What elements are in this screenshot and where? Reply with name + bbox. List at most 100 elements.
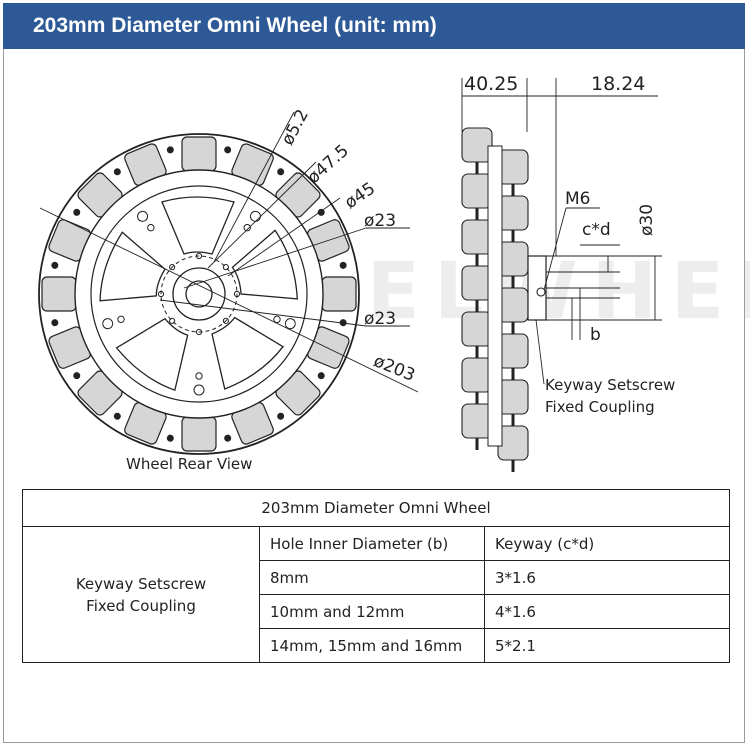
- keyway-label: c*d: [582, 220, 611, 240]
- row-head-line1: Keyway Setscrew: [75, 574, 207, 593]
- wheel-rear-view: [38, 111, 419, 455]
- bolt-dot: [317, 208, 325, 216]
- bore-label: ø30: [637, 204, 657, 236]
- roller-bolt: [51, 261, 59, 269]
- roller: [181, 416, 217, 452]
- bolt-dot: [113, 412, 121, 420]
- bolt-dot: [317, 372, 325, 380]
- coupling: [527, 255, 547, 321]
- roller: [181, 136, 217, 172]
- hub-outer: [172, 267, 226, 321]
- roller-bolt: [317, 372, 325, 380]
- spoke-window: [161, 196, 235, 255]
- roller-bolt: [317, 208, 325, 216]
- roller-body: [321, 276, 357, 312]
- side-dimensions: [461, 78, 662, 385]
- mount-hole: [243, 223, 251, 232]
- table-row: 10mm and 12mm 4*1.6: [23, 594, 730, 629]
- dim-label: ø5.2: [278, 106, 313, 148]
- coupling-label-line1: Keyway Setscrew: [545, 376, 676, 394]
- roller-body: [181, 416, 217, 452]
- mount-hole: [193, 384, 205, 396]
- leader-line: [207, 161, 317, 269]
- cell-keyway: 5*2.1: [484, 628, 730, 663]
- hole-label: b: [590, 325, 601, 345]
- roller-bolt: [51, 319, 59, 327]
- table-title: 203mm Diameter Omni Wheel: [22, 489, 730, 527]
- roller-bolt: [277, 168, 285, 176]
- roller-bolt: [166, 434, 174, 442]
- row-head-line2: Fixed Coupling: [86, 596, 196, 615]
- bolt-dot: [277, 168, 285, 176]
- roller-bolt: [339, 261, 347, 269]
- dim-width-right: 18.24: [591, 73, 645, 95]
- roller-body: [181, 136, 217, 172]
- dimension-leaders: [39, 111, 419, 393]
- spec-table: 203mm Diameter Omni Wheel Keyway Setscre…: [22, 489, 730, 663]
- bolt-dot: [224, 434, 232, 442]
- roller-body: [41, 276, 77, 312]
- roller-bolt: [73, 208, 81, 216]
- dim-label: ø47.5: [304, 141, 353, 188]
- table-row-head: Keyway Setscrew Fixed Coupling: [22, 526, 260, 663]
- roller-bolt: [113, 412, 121, 420]
- mount-hole: [102, 318, 114, 330]
- bolt-dot: [224, 146, 232, 154]
- table-title-row: 203mm Diameter Omni Wheel: [22, 489, 730, 527]
- leader-line: [535, 319, 545, 385]
- roller-bolt: [166, 146, 174, 154]
- roller-bolt: [73, 372, 81, 380]
- rear-view-caption: Wheel Rear View: [126, 455, 253, 473]
- mount-hole: [137, 210, 149, 222]
- mount-hole: [195, 372, 203, 380]
- mount-hole: [284, 318, 296, 330]
- hub-bolt-circle: [160, 255, 238, 333]
- hole-group: [102, 315, 125, 330]
- dim-label: ø45: [341, 179, 379, 214]
- roller-bolt: [113, 168, 121, 176]
- side-rollers: [461, 127, 529, 472]
- page-title: 203mm Diameter Omni Wheel (unit: mm): [3, 3, 745, 49]
- setscrew-hole: [536, 287, 546, 297]
- cell-keyway: 4*1.6: [484, 594, 730, 629]
- roller: [321, 276, 357, 312]
- col-header-hole: Hole Inner Diameter (b): [259, 526, 485, 561]
- hole-group: [137, 210, 155, 232]
- leader-line: [543, 207, 567, 291]
- bolt-dot: [73, 372, 81, 380]
- dim-width-left: 40.25: [464, 73, 518, 95]
- hub-body: [487, 145, 503, 447]
- cell-hole: 10mm and 12mm: [259, 594, 485, 629]
- center-bore: [185, 280, 213, 308]
- col-header-keyway: Keyway (c*d): [484, 526, 730, 561]
- leader-line: [183, 227, 367, 289]
- roller-bolt: [224, 434, 232, 442]
- cell-hole: 14mm, 15mm and 16mm: [259, 628, 485, 663]
- bolt-dot: [166, 146, 174, 154]
- leader-line: [39, 207, 419, 393]
- roller-bolt: [277, 412, 285, 420]
- roller-bolt: [224, 146, 232, 154]
- leader-line: [227, 197, 341, 277]
- bolt-dot: [277, 412, 285, 420]
- hole-group: [193, 372, 205, 396]
- hole-group: [243, 210, 261, 232]
- bolt-dot: [51, 319, 59, 327]
- hole-group: [273, 315, 296, 330]
- coupling-label-line2: Fixed Coupling: [545, 398, 655, 416]
- bolt-dot: [166, 434, 174, 442]
- screw-label: M6: [565, 189, 590, 209]
- spoke-windows: [99, 196, 299, 392]
- leader-line: [213, 111, 295, 263]
- table-row: 14mm, 15mm and 16mm 5*2.1: [23, 628, 730, 663]
- mount-hole: [147, 223, 155, 232]
- roller: [41, 276, 77, 312]
- cell-keyway: 3*1.6: [484, 560, 730, 595]
- spoke-window: [99, 231, 166, 302]
- bolt-dot: [51, 261, 59, 269]
- bolt-dot: [339, 261, 347, 269]
- bolt-dot: [73, 208, 81, 216]
- dim-label: ø23: [364, 211, 396, 231]
- spoke-window: [211, 316, 284, 390]
